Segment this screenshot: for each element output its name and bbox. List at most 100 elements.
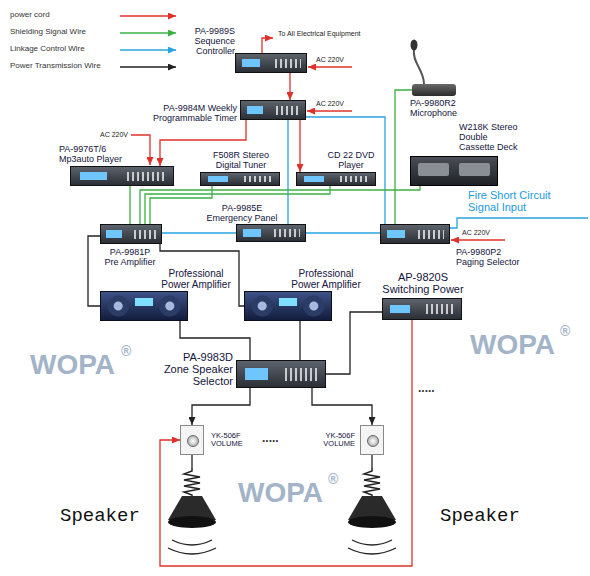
label-holder: F508R Stereo Digital Tuner [206,151,276,171]
label-holder: YK-506F VOLUME [315,432,355,449]
legend-entry: Power Transmission Wire [10,62,101,71]
device-label: Professional Power Amplifier [289,268,363,290]
legend-entry: Shielding Signal Wire [10,28,86,37]
label-holder: Speaker [60,506,140,527]
device-box: PA-9984M Weekly Programmable Timer [240,100,306,120]
wire [191,455,192,468]
free-label-holder: WOPA [30,350,115,381]
device-label: W218K Stereo Double Cassette Deck [459,123,521,153]
free-label-holder: AC 220V [316,100,344,108]
free-label-holder: WOPA [470,330,555,361]
wire [326,312,382,374]
device-box: PA-9980P2 Paging Selector [380,224,450,244]
wire [312,388,372,425]
label-holder: CD 22 DVD Player [321,151,381,171]
wire [150,186,212,224]
wire [306,117,385,224]
wire [299,321,300,360]
device-label: PA-9976T/6 Mp3auto Player [59,145,127,165]
watermark: WOPA [238,478,323,509]
legend-label: Shielding Signal Wire [10,28,86,37]
legend-sample [120,15,176,16]
speaker-symbol [166,468,218,530]
label-holder: YK-506F VOLUME [211,432,251,449]
label-holder: PA-9981P Pre Amplifier [103,248,157,268]
device-box: Professional Power Amplifier [100,291,188,321]
legend-sample [120,32,176,33]
free-label-holder: AC 220V [462,229,490,237]
label-holder: PA-9984M Weekly Programmable Timer [139,104,237,124]
sound-wave [352,540,392,545]
device-label: PA-9985E Emergency Panel [202,204,282,224]
device-box: YK-506F VOLUME [180,425,204,455]
device-box: PA-9985E Emergency Panel [236,224,306,242]
legend-entry: power cord [10,11,50,20]
label-holder: Speaker [440,506,520,527]
device-label: PA-9984M Weekly Programmable Timer [139,104,237,124]
device-box: Professional Power Amplifier [244,291,332,321]
device-box: PA-9989S Sequence Controller [235,53,307,73]
power-lead [262,38,273,53]
label-holder: Professional Power Amplifier [289,268,363,290]
ellipsis-mark: ..... [262,432,279,445]
device-box: PA-9981P Pre Amplifier [100,224,162,244]
ellipsis-mark: ..... [418,382,435,395]
free-label-holder: ® [121,344,131,359]
legend-label: Power Transmission Wire [10,62,101,71]
power-lead [308,66,352,67]
device-box: AP-9820S Switching Power [382,298,462,320]
wire [160,320,412,566]
sound-wave [348,548,396,554]
watermark: ® [328,472,338,487]
power-lead [131,135,150,165]
sound-wave [172,540,212,545]
legend-sample [120,66,176,67]
free-label-holder: ® [328,472,338,487]
watermark: WOPA [30,350,115,381]
device-box: F508R Stereo Digital Tuner [200,172,280,186]
device-label: Speaker [440,506,520,527]
wire [145,186,330,224]
wire [371,455,372,468]
speaker-rim [168,516,216,528]
free-label-holder: To All Electrical Equipment [278,30,334,38]
device-label: Speaker [60,506,140,527]
label-holder: PA-9980P2 Paging Selector [456,248,522,268]
label-holder: PA-9989S Sequence Controller [185,27,235,57]
watermark: ® [560,324,570,339]
free-label-holder: AC 220V [100,131,128,139]
device-box: Speaker [166,468,218,530]
free-label-holder: AC 220V [316,56,344,64]
device-label: CD 22 DVD Player [321,151,381,171]
wire [306,232,380,233]
wire [299,120,300,172]
mic-head [411,40,418,51]
device-label: PA-9980P2 Paging Selector [456,248,522,268]
speaker-symbol [346,468,398,530]
device-label: YK-506F VOLUME [315,432,355,449]
wire [289,73,290,100]
sound-wave [168,548,216,554]
watermark: WOPA [470,330,555,361]
free-label-holder: Fire Short Circuit Signal Input [468,189,563,213]
label-holder: AP-9820S Switching Power [378,271,468,295]
legend-label: Linkage Control Wire [10,45,85,54]
wire [192,388,250,425]
wire [287,120,288,224]
free-label-holder: ® [560,324,570,339]
speaker-spring [364,468,380,496]
device-box: W218K Stereo Double Cassette Deck [410,156,498,186]
device-label: PA-9980R2 Microphone [410,99,468,119]
free-label-holder: ..... [262,432,279,445]
watermark: ® [121,344,131,359]
free-label-holder: WOPA [238,478,323,509]
device-box: CD 22 DVD Player [296,172,376,186]
speaker-spring [184,468,200,496]
device-label: Professional Power Amplifier [159,268,233,290]
note-label: AC 220V [316,100,344,108]
fire-signal-wire [450,218,588,228]
device-box: PA-9980R2 Microphone [412,84,456,96]
label-holder: PA-9976T/6 Mp3auto Player [59,145,127,165]
device-box: PA-9983D Zone Speaker Selector [236,360,326,388]
